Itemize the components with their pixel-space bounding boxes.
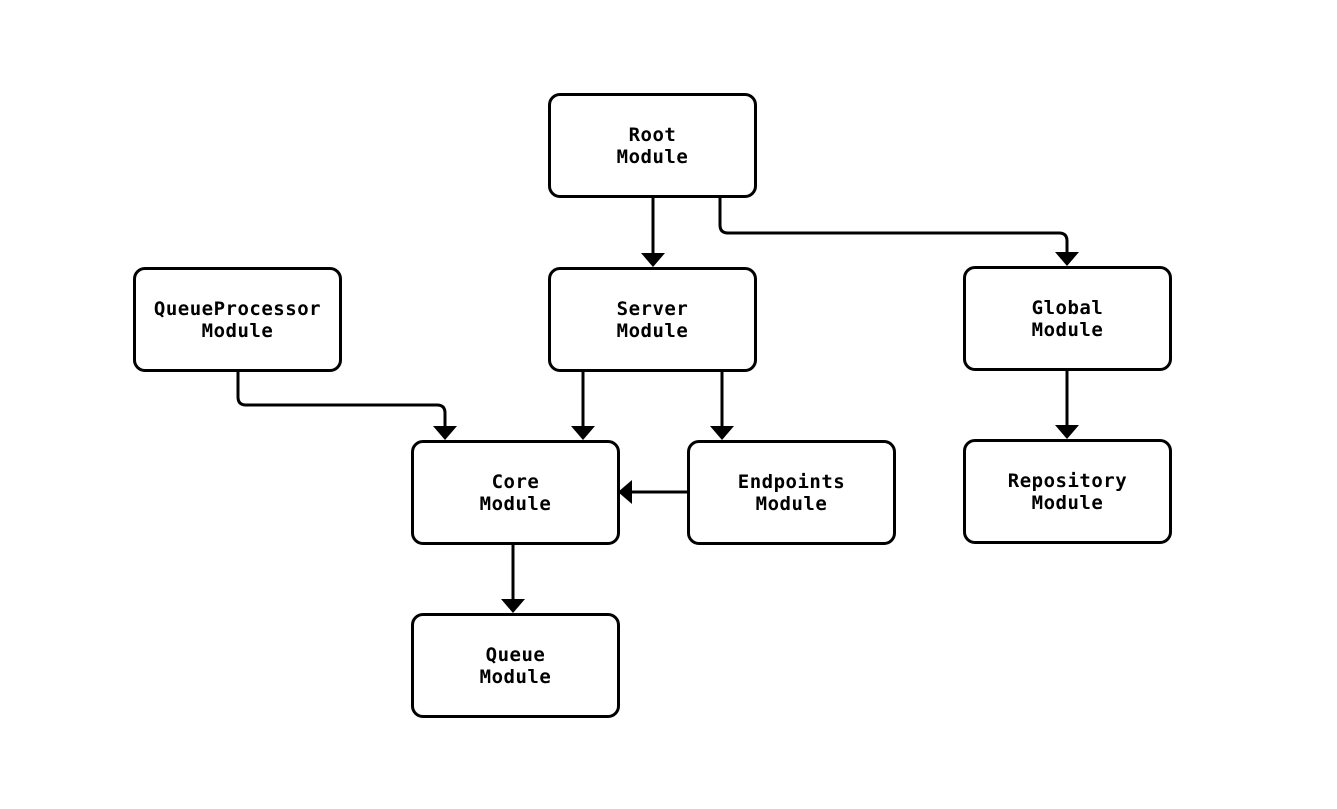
node-label-line1: Endpoints [737, 470, 846, 493]
arrowhead-down-icon [571, 426, 595, 440]
node-label-line1: Repository [1007, 469, 1128, 492]
node-label-line2: Module [1031, 318, 1104, 341]
node-label-line1: Global [1031, 296, 1104, 319]
node-label-line2: Module [1031, 491, 1104, 514]
node-label-line1: Server [616, 297, 689, 320]
node-label-line2: Module [479, 492, 552, 515]
node-global-module: Global Module [963, 266, 1172, 371]
node-label-line2: Module [755, 492, 828, 515]
node-core-module: Core Module [411, 440, 620, 545]
arrowhead-down-icon [1055, 425, 1079, 439]
node-label-line1: Root [628, 123, 677, 146]
arrowhead-left-icon [618, 480, 632, 504]
node-label-line2: Module [201, 319, 274, 342]
edge-server-to-endpoints [710, 371, 734, 440]
node-label-line1: Core [491, 470, 540, 493]
node-label-line2: Module [616, 319, 689, 342]
arrowhead-down-icon [710, 426, 734, 440]
edge-root-to-global [718, 198, 1079, 266]
node-label-line1: QueueProcessor [153, 297, 322, 320]
arrowhead-down-icon [501, 599, 525, 613]
node-label-line1: Queue [485, 643, 546, 666]
node-label-line2: Module [479, 665, 552, 688]
node-server-module: Server Module [548, 267, 757, 372]
edge-global-to-repository [1055, 370, 1079, 439]
node-label-line2: Module [616, 145, 689, 168]
edge-endpoints-to-core [618, 480, 687, 504]
edge-root-to-server [641, 198, 665, 267]
node-queueprocessor-module: QueueProcessor Module [133, 267, 342, 372]
node-queue-module: Queue Module [411, 613, 620, 718]
arrowhead-down-icon [641, 253, 665, 267]
arrowhead-down-icon [1055, 252, 1079, 266]
arrowhead-down-icon [433, 426, 457, 440]
node-root-module: Root Module [548, 93, 757, 198]
edge-queueprocessor-to-core [236, 371, 457, 440]
node-endpoints-module: Endpoints Module [687, 440, 896, 545]
edge-core-to-queue [501, 545, 525, 613]
node-repository-module: Repository Module [963, 439, 1172, 544]
edge-server-to-core [571, 371, 595, 440]
